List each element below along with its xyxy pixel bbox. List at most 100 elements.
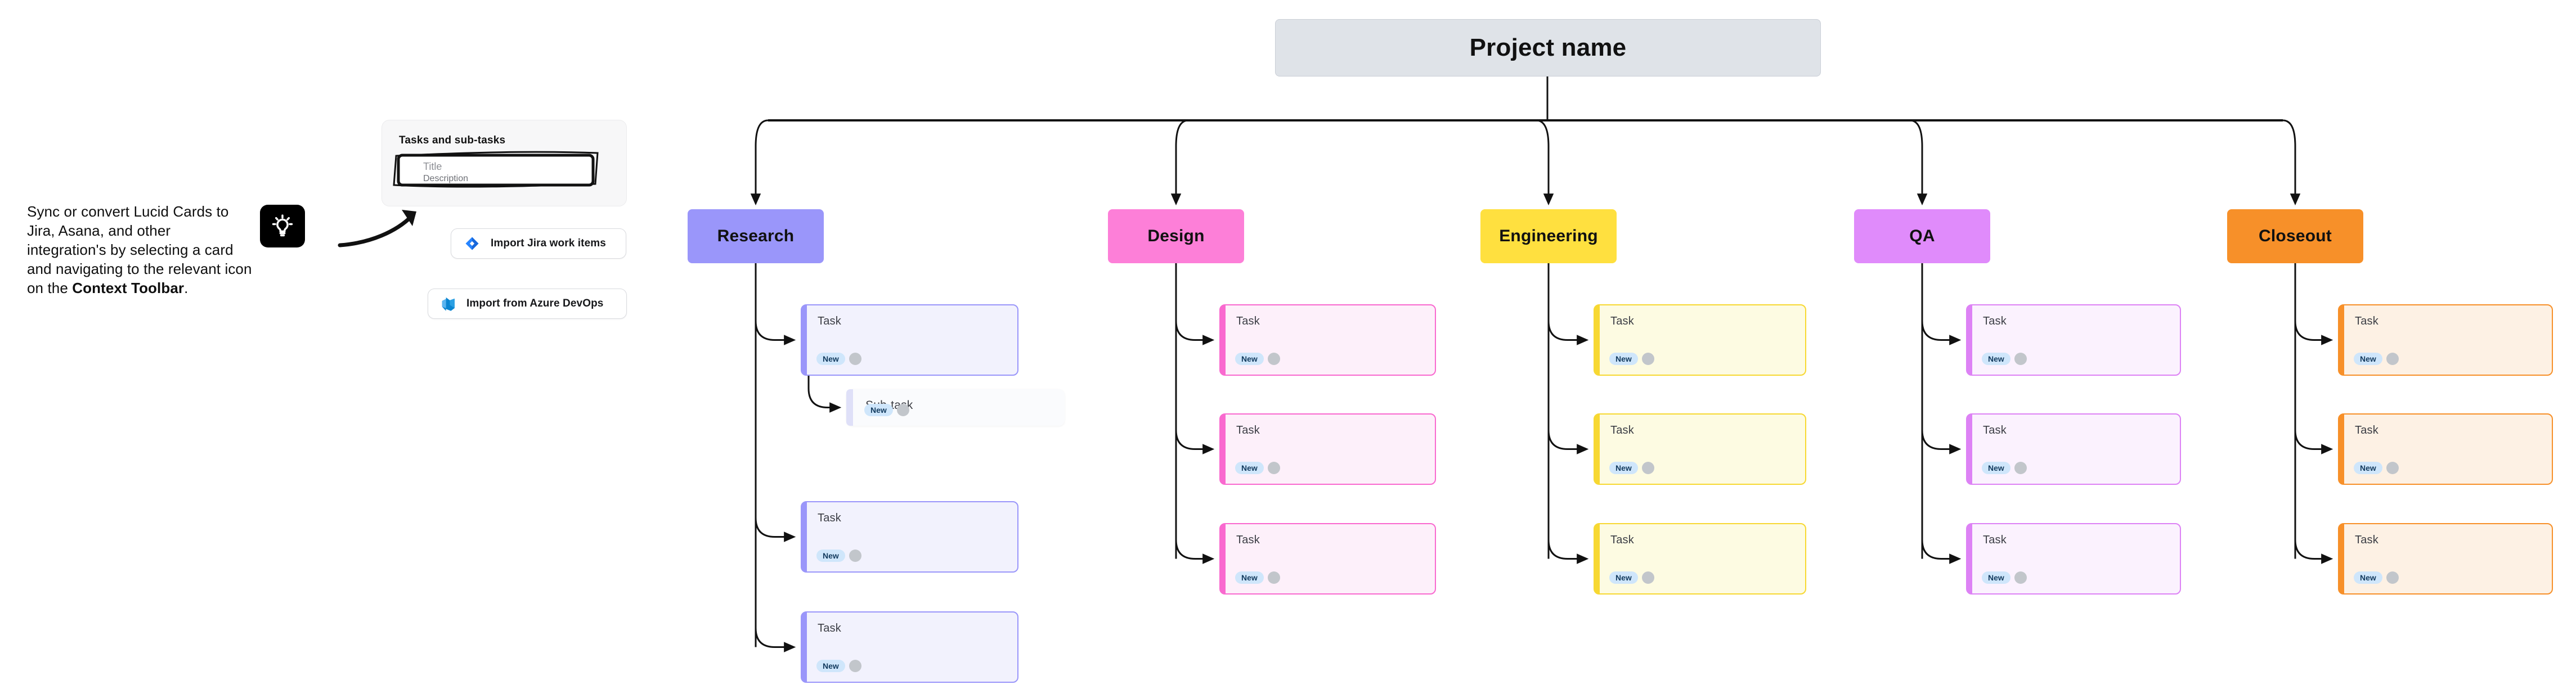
phase-node-design[interactable]: Design (1108, 209, 1244, 263)
tip-text-bold: Context Toolbar (72, 280, 185, 296)
card-accent-bar (846, 389, 853, 426)
sketch-card-description-field: Description (423, 174, 469, 183)
tip-text-after: . (184, 280, 189, 296)
status-badge: New (1235, 461, 1264, 474)
status-badge: New (1235, 571, 1264, 584)
tip-text-before: Sync or convert Lucid Cards to Jira, Asa… (27, 203, 252, 296)
status-badge: New (1982, 461, 2010, 474)
card-meta: New (1609, 571, 1654, 584)
card-accent-bar (802, 613, 807, 682)
status-badge: New (864, 403, 893, 416)
card-accent-bar (2339, 524, 2344, 593)
card-meta: New (2354, 461, 2399, 474)
project-root-node[interactable]: Project name (1275, 19, 1821, 76)
card-meta: New (1609, 352, 1654, 365)
phase-label: Research (717, 227, 795, 245)
card-title: Task (818, 512, 841, 524)
avatar (896, 403, 909, 416)
card-meta: New (816, 352, 861, 365)
phase-node-research[interactable]: Research (688, 209, 824, 263)
card-title: Task (818, 622, 841, 634)
avatar (2014, 571, 2027, 584)
status-badge: New (1609, 461, 1638, 474)
card-title: Task (1983, 315, 2007, 327)
subtask-card[interactable]: Sub-taskNew (846, 389, 1065, 426)
import-jira-label: Import Jira work items (491, 237, 606, 249)
status-badge: New (1609, 352, 1638, 365)
card-accent-bar (802, 305, 807, 375)
avatar (1267, 571, 1280, 584)
avatar (1267, 352, 1280, 365)
card-accent-bar (1967, 305, 1972, 375)
card-title: Task (1236, 315, 1260, 327)
avatar (849, 659, 861, 672)
card-meta: New (816, 549, 861, 562)
azure-devops-icon (441, 296, 456, 311)
phase-node-closeout[interactable]: Closeout (2227, 209, 2363, 263)
status-badge: New (2354, 352, 2382, 365)
card-title: Task (1983, 424, 2007, 436)
card-title: Task (1983, 534, 2007, 546)
avatar (2014, 352, 2027, 365)
status-badge: New (1982, 352, 2010, 365)
card-accent-bar (1220, 415, 1226, 484)
tip-description: Sync or convert Lucid Cards to Jira, Asa… (27, 202, 252, 298)
card-title: Task (1610, 315, 1634, 327)
jira-icon (465, 236, 479, 251)
card-accent-bar (1220, 524, 1226, 593)
avatar (849, 352, 861, 365)
phase-node-qa[interactable]: QA (1854, 209, 1990, 263)
card-meta: New (1982, 352, 2027, 365)
avatar (2014, 461, 2027, 474)
import-azure-devops-button[interactable]: Import from Azure DevOps (428, 289, 627, 319)
card-accent-bar (2339, 305, 2344, 375)
phase-node-engineering[interactable]: Engineering (1480, 209, 1617, 263)
card-meta: New (2354, 352, 2399, 365)
status-badge: New (816, 659, 845, 672)
card-title: Task (1236, 424, 1260, 436)
avatar (1641, 461, 1654, 474)
avatar (2386, 352, 2399, 365)
status-badge: New (1982, 571, 2010, 584)
import-jira-work-items-button[interactable]: Import Jira work items (451, 228, 626, 259)
card-meta: New (1982, 571, 2027, 584)
card-accent-bar (1220, 305, 1226, 375)
card-meta: New (1235, 571, 1280, 584)
avatar (1267, 461, 1280, 474)
import-azure-devops-label: Import from Azure DevOps (466, 298, 604, 309)
card-meta: New (816, 659, 861, 672)
card-meta: New (1982, 461, 2027, 474)
sketch-card-preview[interactable]: Title Description (388, 149, 602, 191)
phase-label: Design (1147, 227, 1205, 245)
card-accent-bar (1595, 524, 1600, 593)
card-title: Task (2355, 534, 2378, 546)
card-meta: New (2354, 571, 2399, 584)
status-badge: New (2354, 571, 2382, 584)
phase-label: Engineering (1499, 227, 1598, 245)
project-name-label: Project name (1469, 34, 1627, 61)
status-badge: New (2354, 461, 2382, 474)
card-accent-bar (2339, 415, 2344, 484)
sketch-card-title-field: Title (423, 161, 442, 172)
lightbulb-icon (260, 205, 305, 247)
card-meta: New (1235, 461, 1280, 474)
card-title: Task (2355, 315, 2378, 327)
card-title: Task (1236, 534, 1260, 546)
phase-label: Closeout (2259, 227, 2332, 245)
